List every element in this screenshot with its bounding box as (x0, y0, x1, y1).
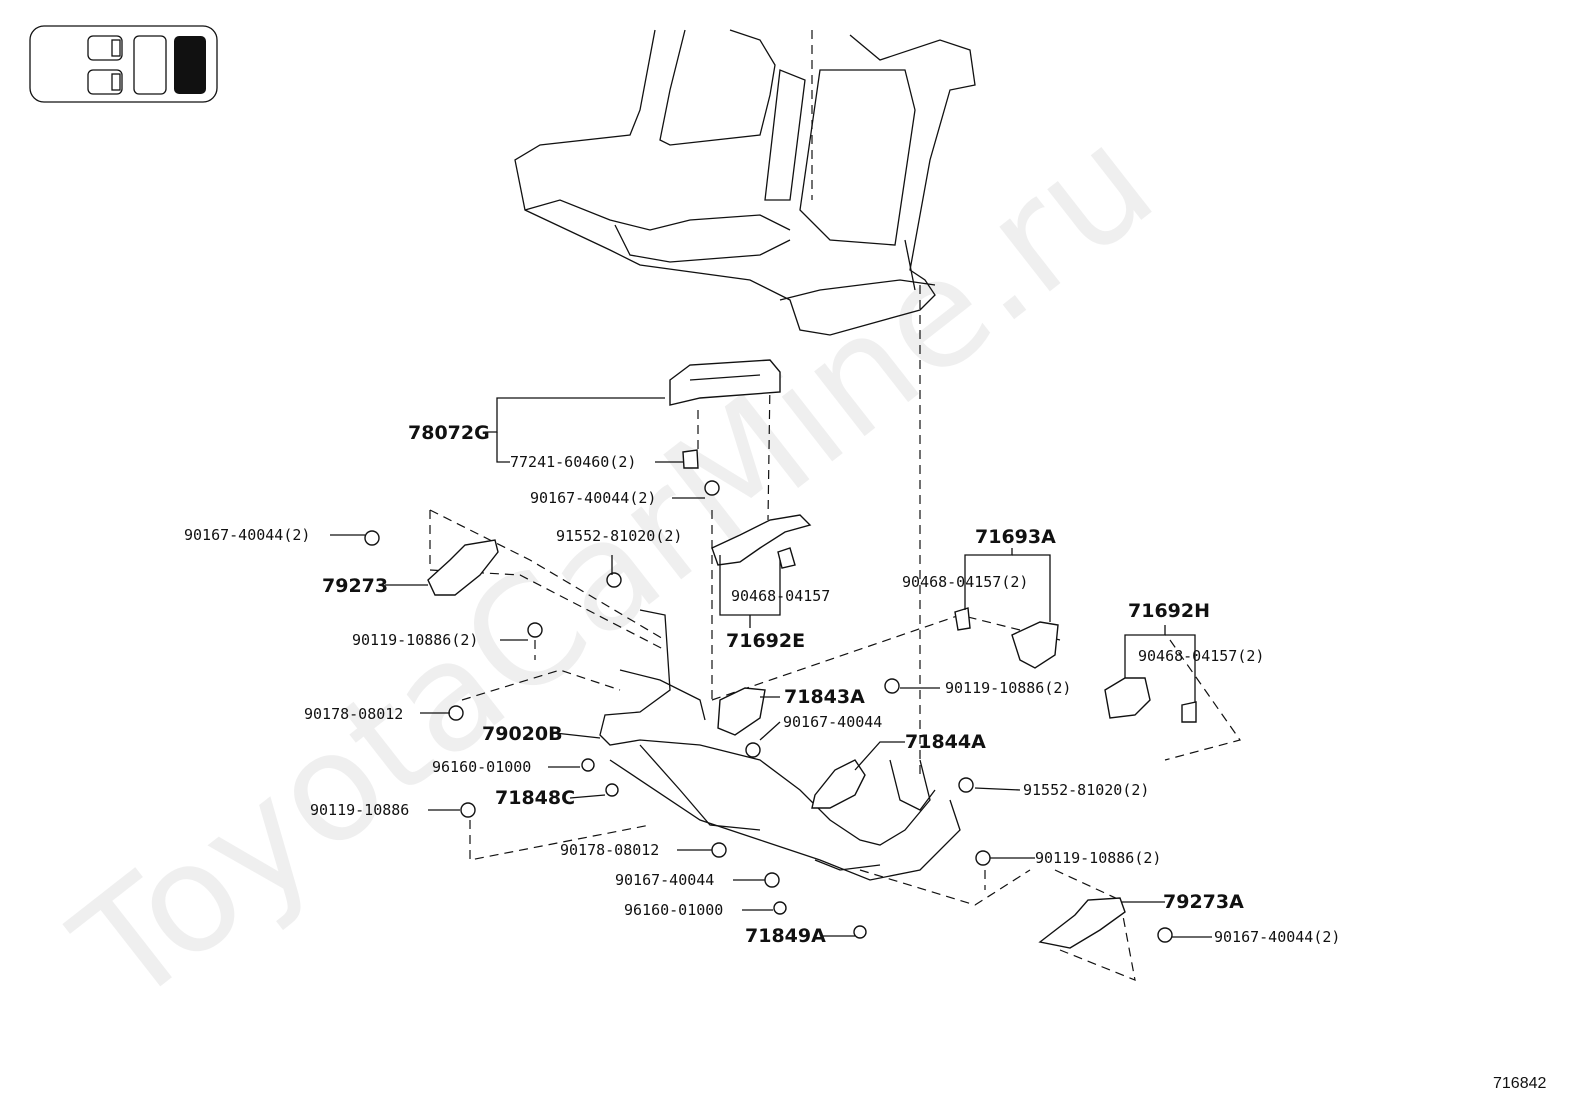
label-90167-40044-e: 90167-40044(2) (1214, 928, 1340, 946)
part-79020B-frame (599, 609, 961, 881)
label-96160-01000-a: 96160-01000 (432, 758, 531, 776)
label-79273: 79273 (322, 575, 388, 597)
part-79273 (427, 539, 499, 596)
label-71844A: 71844A (905, 731, 986, 753)
part-71692H (1104, 677, 1197, 723)
label-90119-10886-c: 90119-10886(2) (945, 679, 1071, 697)
label-77241-60460: 77241-60460(2) (510, 453, 636, 471)
label-90119-10886-b: 90119-10886 (310, 801, 409, 819)
label-90468-04157-a: 90468-04157 (731, 587, 830, 605)
part-71692E (711, 514, 812, 569)
label-90468-04157-b: 90468-04157(2) (902, 573, 1028, 591)
label-91552-81020-b: 91552-81020(2) (1023, 781, 1149, 799)
seat-illustration (514, 29, 976, 336)
callout-labels: 78072G 77241-60460(2) 90167-40044(2) 901… (184, 422, 1340, 947)
label-71848C: 71848C (495, 787, 575, 809)
label-78072G: 78072G (408, 422, 490, 444)
label-90167-40044-b: 90167-40044(2) (184, 526, 310, 544)
part-79273A (1038, 897, 1126, 949)
label-90167-40044-c: 90167-40044 (615, 871, 714, 889)
watermark: ToyotaCarMine.ru (44, 94, 1185, 1038)
label-79020B: 79020B (482, 723, 563, 745)
label-71692H: 71692H (1128, 600, 1210, 622)
part-71844A (811, 759, 866, 809)
label-96160-01000-b: 96160-01000 (624, 901, 723, 919)
seat-locator-icon (29, 25, 218, 103)
label-90167-40044-d: 90167-40044 (783, 713, 882, 731)
label-71849A: 71849A (745, 925, 826, 947)
label-91552-81020-a: 91552-81020(2) (556, 527, 682, 545)
label-71693A: 71693A (975, 526, 1056, 548)
label-90468-04157-c: 90468-04157(2) (1138, 647, 1264, 665)
label-71692E: 71692E (726, 630, 805, 652)
diagram-number: 716842 (1493, 1075, 1546, 1092)
label-90119-10886-d: 90119-10886(2) (1035, 849, 1161, 867)
bolt-icons (364, 480, 1173, 943)
label-90119-10886-a: 90119-10886(2) (352, 631, 478, 649)
label-90178-08012-a: 90178-08012 (304, 705, 403, 723)
label-71843A: 71843A (784, 686, 865, 708)
part-71693A (954, 607, 1059, 669)
label-90178-08012-b: 90178-08012 (560, 841, 659, 859)
part-78072G (669, 359, 781, 469)
part-71843A (717, 687, 766, 736)
label-79273A: 79273A (1163, 891, 1244, 913)
label-90167-40044-a: 90167-40044(2) (530, 489, 656, 507)
leader-lines (330, 397, 1212, 938)
